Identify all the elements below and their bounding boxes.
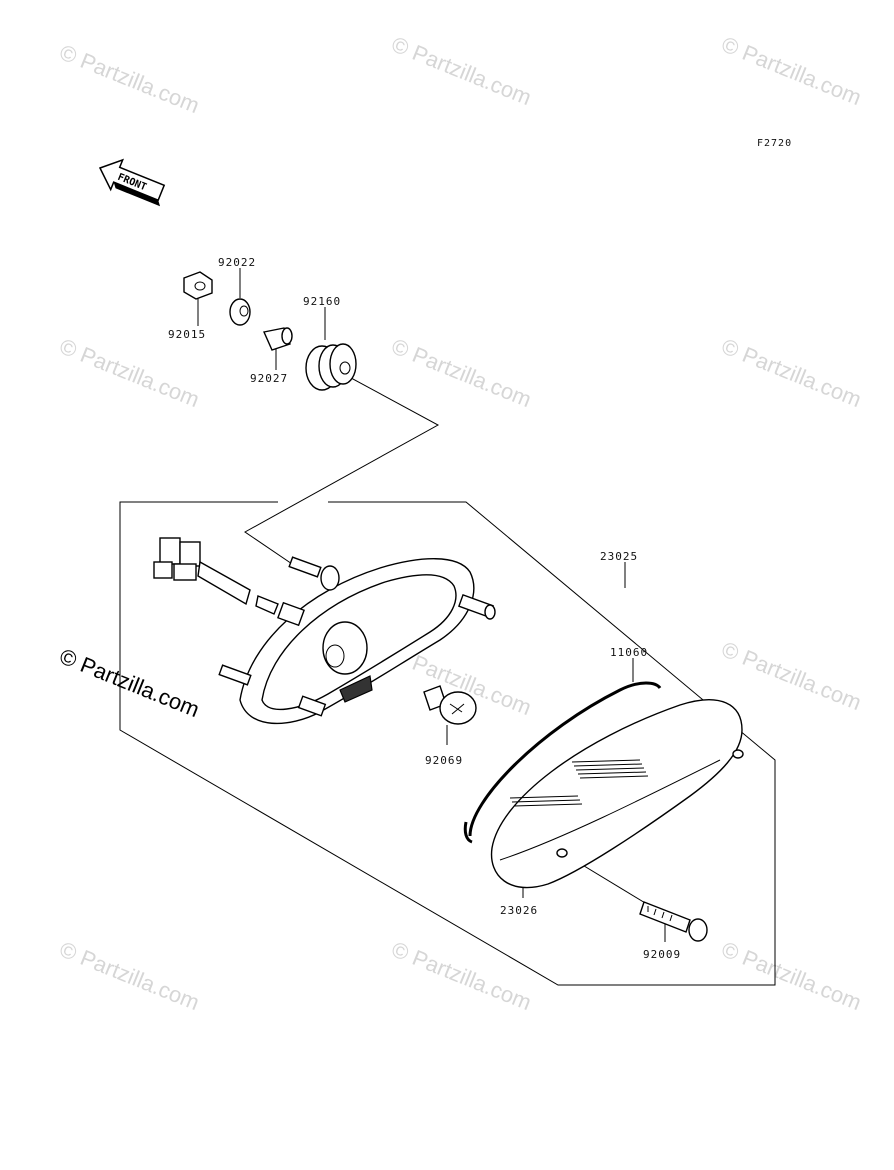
watermark: © Partzilla.com	[718, 936, 865, 1015]
watermark: © Partzilla.com	[388, 936, 535, 1015]
watermark: © Partzilla.com	[718, 333, 865, 412]
corner-watermark: © Partzilla.com	[56, 643, 203, 722]
label-92027: 92027	[250, 372, 288, 385]
watermark-layer: © Partzilla.com © Partzilla.com © Partzi…	[56, 31, 865, 1015]
leader-lines	[197, 268, 666, 942]
watermark: © Partzilla.com	[56, 936, 203, 1015]
watermark: © Partzilla.com	[56, 39, 203, 118]
housing-23025-icon	[153, 537, 496, 725]
label-11060: 11060	[610, 646, 648, 659]
label-92022: 92022	[218, 256, 256, 269]
assembly-outline	[119, 501, 776, 986]
lens-23026-icon	[490, 699, 744, 889]
front-arrow-icon: FRONT	[98, 158, 166, 207]
watermark: © Partzilla.com	[718, 636, 865, 715]
grommet-92160-icon	[305, 343, 357, 391]
label-92069: 92069	[425, 754, 463, 767]
watermark: © Partzilla.com	[718, 31, 865, 110]
label-23026: 23026	[500, 904, 538, 917]
bulb-92069-icon	[423, 685, 477, 725]
figure-code: F2720	[757, 138, 792, 149]
collar-92027-icon	[263, 327, 293, 351]
label-23025: 23025	[600, 550, 638, 563]
watermark: © Partzilla.com	[388, 333, 535, 412]
screw-92009-icon	[639, 901, 708, 942]
washer-92022-icon	[229, 298, 251, 326]
label-92015: 92015	[168, 328, 206, 341]
watermark: © Partzilla.com	[388, 31, 535, 110]
part-labels: 92022 92015 92160 92027 23025 11060 9206…	[168, 256, 681, 961]
label-92009: 92009	[643, 948, 681, 961]
nut-92015-icon	[183, 271, 213, 300]
gasket-11060-icon	[463, 681, 662, 844]
label-92160: 92160	[303, 295, 341, 308]
watermark: © Partzilla.com	[56, 333, 203, 412]
